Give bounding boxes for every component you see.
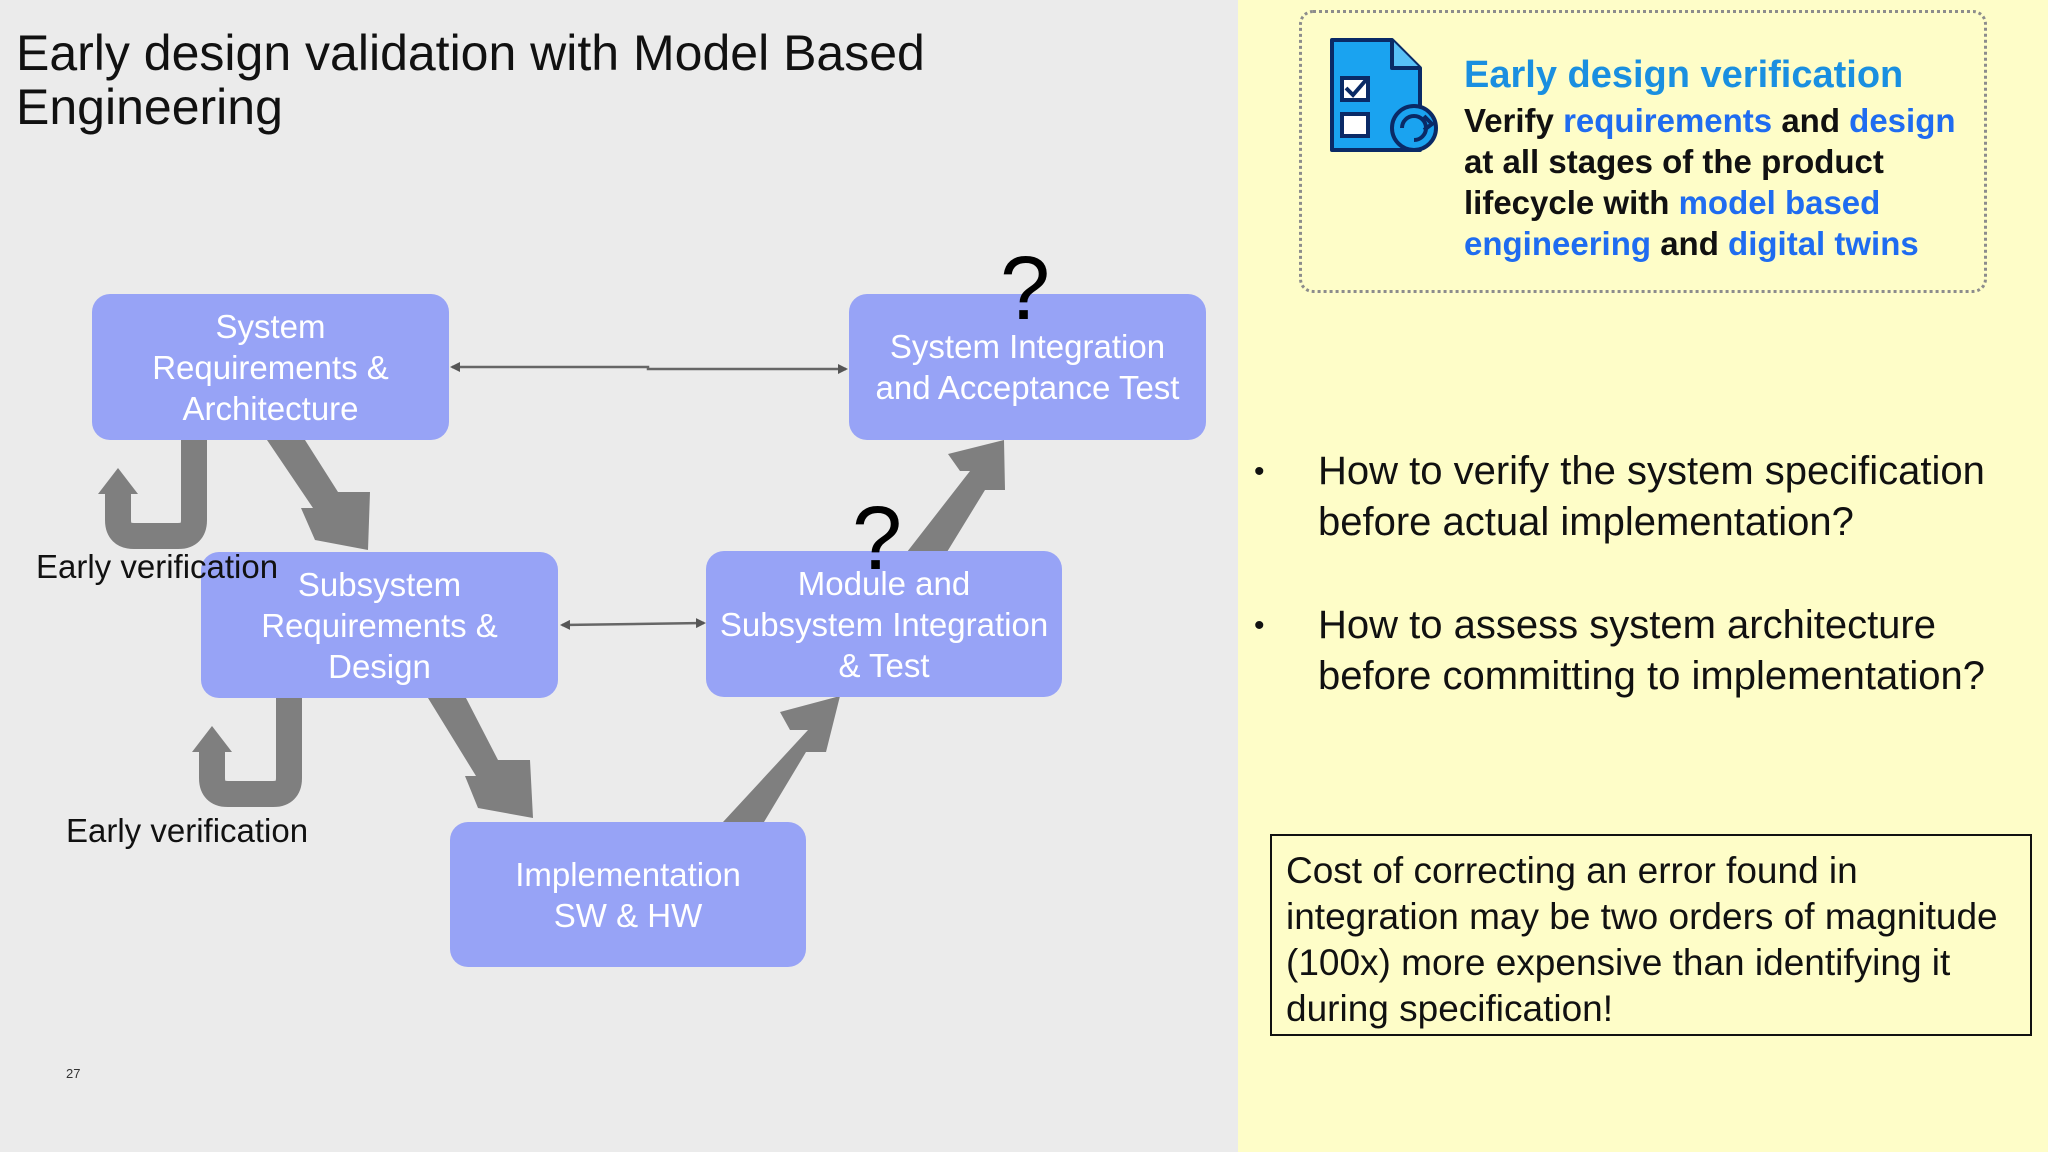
box-line: Module and	[797, 564, 971, 602]
early-verification-label-1: Early verification	[36, 548, 279, 585]
system-integration-box: System Integration and Acceptance Test	[849, 294, 1206, 440]
question-mark-top: ?	[1000, 239, 1051, 339]
right-panel	[1238, 0, 2048, 1152]
box-line: System Integration	[889, 328, 1166, 365]
v-model-diagram	[98, 362, 1005, 822]
callout-text: Verify requirements and design at all st…	[1464, 100, 1984, 264]
bullet-dot: •	[1254, 609, 1265, 642]
callout-text-part: and	[1772, 102, 1850, 139]
implementation-box: Implementation SW & HW	[450, 822, 806, 967]
bullet-dot: •	[1254, 455, 1265, 488]
box-line: & Test	[838, 646, 930, 684]
box-line: Architecture	[182, 389, 359, 427]
subsystem-requirements-box: Subsystem Requirements & Design	[201, 552, 558, 698]
system-requirements-box: System Requirements & Architecture	[92, 294, 449, 440]
box-line: Design	[328, 647, 431, 685]
callout-highlight: requirements	[1563, 102, 1773, 139]
bullet-text: How to verify the system specification b…	[1318, 449, 1985, 544]
link-arrow-middle	[560, 618, 706, 630]
callout-highlight: design	[1849, 102, 1956, 139]
box-line: SW & HW	[553, 896, 703, 934]
page-number: 27	[66, 1066, 81, 1081]
callout-text-part: at all stages of the product lifecycle w…	[1464, 143, 1884, 221]
callout-box	[1299, 10, 1987, 293]
box-line: System	[215, 307, 326, 345]
question-bullet-list: • How to verify the system specification …	[1252, 446, 2012, 754]
document-checklist-refresh-icon	[1330, 38, 1438, 152]
down-arrow-2	[428, 698, 533, 818]
callout-text-part: Verify	[1464, 102, 1564, 139]
box-line: Implementation	[515, 855, 741, 893]
down-arrow-1	[267, 440, 370, 550]
slide-title: Early design validation with Model Based…	[16, 25, 925, 135]
callout-highlight: digital twins	[1728, 225, 1919, 262]
bullet-item: • How to verify the system specification …	[1252, 446, 2012, 548]
box-line: Requirements &	[261, 606, 498, 644]
callout-title: Early design verification	[1464, 54, 1904, 96]
question-mark-middle: ?	[852, 489, 903, 589]
box-line: Subsystem	[297, 565, 462, 603]
early-verification-label-2: Early verification	[66, 812, 309, 849]
early-verification-loop-1	[105, 440, 207, 549]
box-line: and Acceptance Test	[875, 369, 1180, 406]
callout-text-part: and	[1651, 225, 1729, 262]
callout-highlight: model based engineering	[1464, 184, 1881, 262]
up-arrow-1	[723, 696, 840, 822]
early-verification-loop-2	[199, 697, 302, 807]
box-line: Requirements &	[152, 348, 389, 386]
loop-arrowhead-1	[98, 468, 138, 494]
bullet-item: • How to assess system architecture befor…	[1252, 600, 2012, 702]
link-arrow-top	[450, 362, 848, 374]
module-integration-box: Module and Subsystem Integration & Test	[706, 551, 1062, 697]
box-line: Subsystem Integration	[719, 605, 1049, 643]
loop-arrowhead-2	[192, 726, 232, 752]
up-arrow-2	[907, 440, 1005, 552]
cost-note-box: Cost of correcting an error found in int…	[1270, 834, 2032, 1036]
bullet-text: How to assess system architecture before…	[1318, 603, 1985, 698]
